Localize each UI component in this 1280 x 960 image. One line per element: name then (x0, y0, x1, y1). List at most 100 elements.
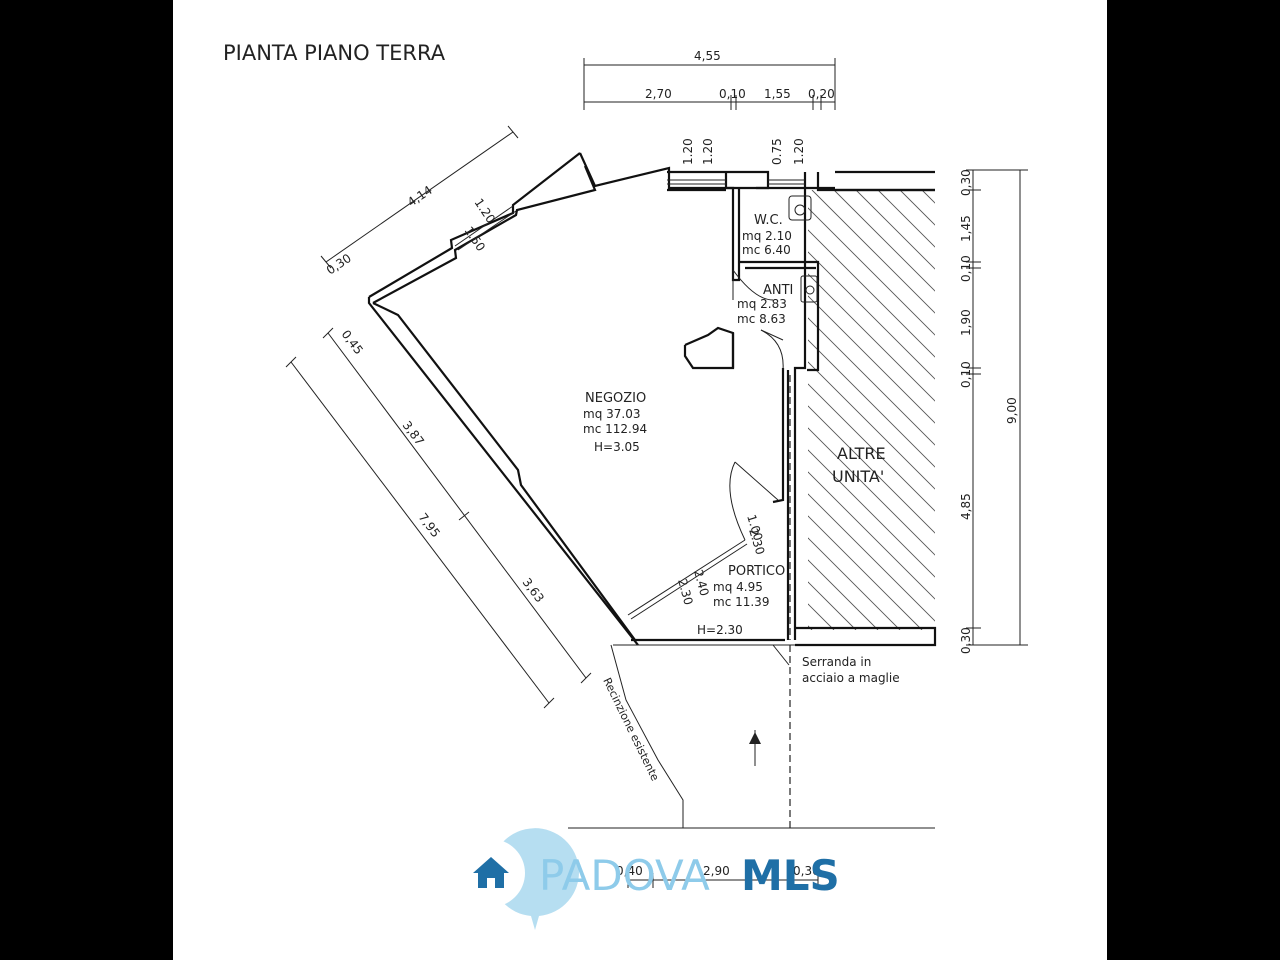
hatch-line (808, 207, 935, 336)
doors (627, 269, 784, 620)
padova-mls-logo: PADOVA MLS (457, 828, 840, 930)
room-area: mq 2.83 (737, 297, 787, 311)
logo-text-mls: MLS (741, 851, 840, 900)
room-volume: mc 112.94 (583, 422, 647, 436)
svg-text:0,10: 0,10 (959, 361, 973, 388)
svg-text:ALTRE: ALTRE (837, 444, 886, 463)
svg-text:1,55: 1,55 (764, 87, 791, 101)
wall-right-top (816, 172, 935, 192)
svg-text:3,87: 3,87 (400, 418, 427, 448)
svg-text:4,85: 4,85 (959, 493, 973, 520)
svg-text:0,10: 0,10 (959, 255, 973, 282)
dimension-texts: 4,55 2,70 0,10 1,55 0,20 1.20 1.20 0.75 … (324, 49, 1019, 878)
floor-plan-drawing: PIANTA PIANO TERRA (223, 41, 1107, 930)
svg-text:9,00: 9,00 (1005, 397, 1019, 424)
windows (454, 179, 805, 251)
svg-text:0,30: 0,30 (793, 864, 820, 878)
hatch-line (808, 493, 935, 622)
wall-right-outer (793, 172, 807, 640)
svg-text:4,55: 4,55 (694, 49, 721, 63)
hatch-line (855, 190, 935, 270)
hatch-line (808, 361, 935, 490)
wall-portico-right (772, 368, 785, 504)
svg-text:1.20: 1.20 (681, 138, 695, 165)
svg-text:2,70: 2,70 (645, 87, 672, 101)
room-wc: W.C. mq 2.10 mc 6.40 (742, 213, 792, 257)
svg-text:UNITA': UNITA' (832, 467, 884, 486)
wall-left-inner (372, 302, 636, 641)
room-negozio: NEGOZIO mq 37.03 mc 112.94 H=3.05 (583, 391, 647, 454)
room-name: NEGOZIO (585, 391, 646, 406)
serranda-note-line1: Serranda in (802, 655, 871, 669)
wall-anti (739, 260, 820, 372)
wall-left-outer (367, 297, 639, 646)
wall-wc-top (726, 170, 770, 190)
room-volume: mc 11.39 (713, 595, 769, 609)
wall-bottom-right (795, 626, 937, 647)
dashed-lines (613, 375, 795, 830)
room-volume: mc 6.40 (742, 243, 791, 257)
svg-text:2,90: 2,90 (703, 864, 730, 878)
hatch-line (808, 339, 935, 468)
svg-text:0,30: 0,30 (959, 169, 973, 196)
other-units-label: ALTRE UNITA' (832, 444, 886, 486)
svg-text:1,45: 1,45 (959, 215, 973, 242)
hatch-line (808, 251, 935, 380)
hatch-line (811, 190, 935, 314)
hatch-line (833, 190, 935, 292)
logo-text-padova: PADOVA (539, 851, 710, 900)
hatch-line (808, 449, 935, 578)
serranda-note-line2: acciaio a maglie (802, 671, 900, 685)
hatch-line (350, 190, 790, 630)
room-height: H=2.30 (697, 623, 743, 637)
floor-plan-sheet: PIANTA PIANO TERRA (173, 0, 1107, 960)
svg-text:0.75: 0.75 (770, 138, 784, 165)
hatch-line (808, 229, 935, 358)
room-area: mq 37.03 (583, 407, 640, 421)
svg-text:1.20: 1.20 (792, 138, 806, 165)
svg-text:3,63: 3,63 (520, 575, 547, 605)
svg-text:0,10: 0,10 (719, 87, 746, 101)
svg-text:2.30: 2.30 (675, 577, 695, 606)
house-icon (473, 857, 509, 888)
svg-text:0,30: 0,30 (959, 627, 973, 654)
hatch-line (808, 537, 901, 630)
room-height: H=3.05 (594, 440, 640, 454)
hatch-line (877, 190, 935, 248)
other-units-area (328, 190, 1107, 630)
room-name: PORTICO (728, 564, 785, 579)
svg-text:1,90: 1,90 (959, 309, 973, 336)
wall-top-left (578, 152, 835, 190)
svg-text:2.40: 2.40 (691, 568, 711, 597)
entrance-arrow-icon (749, 732, 761, 744)
wall-diag-upper (372, 165, 597, 304)
svg-text:1.20: 1.20 (701, 138, 715, 165)
svg-text:7,95: 7,95 (416, 510, 443, 540)
room-area: mq 4.95 (713, 580, 763, 594)
room-name: ANTI (763, 283, 793, 298)
svg-text:4,14: 4,14 (405, 183, 435, 210)
svg-text:0,20: 0,20 (808, 87, 835, 101)
cabinet (683, 326, 735, 370)
plan-title: PIANTA PIANO TERRA (223, 41, 446, 65)
hatch-line (808, 405, 935, 534)
hatch-line (899, 190, 935, 226)
dimension-lines (285, 58, 1028, 888)
svg-text:0,40: 0,40 (616, 864, 643, 878)
hatch-line (808, 471, 935, 600)
walls (367, 152, 937, 647)
wc-fixtures (788, 195, 818, 303)
room-area: mq 2.10 (742, 229, 792, 243)
entrance (568, 644, 935, 829)
room-anti: ANTI mq 2.83 mc 8.63 (737, 283, 793, 326)
wall-wc-left (724, 172, 741, 282)
fence-note: Recinzione esistente (600, 676, 661, 784)
hatch-line (808, 295, 935, 424)
wall-diag-outer (368, 152, 581, 298)
hatch-line (808, 317, 935, 446)
hatch-line (966, 190, 1107, 630)
hatch-line (328, 190, 768, 630)
hatch-line (808, 515, 923, 630)
room-name: W.C. (754, 213, 783, 228)
hatch-line (808, 383, 935, 512)
